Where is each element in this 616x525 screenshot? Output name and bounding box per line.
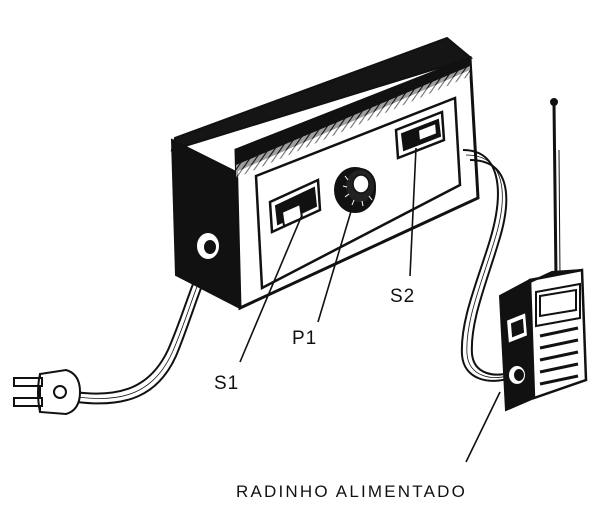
- power-plug-icon: [13, 368, 82, 416]
- caption-radio: RADINHO ALIMENTADO: [236, 482, 467, 501]
- leader-line-s1: [239, 214, 303, 363]
- output-cord: [460, 149, 513, 382]
- leader-line-p1: [317, 207, 353, 323]
- potentiometer-knob-p1-icon: [334, 167, 376, 213]
- leader-line-s2: [409, 147, 417, 277]
- switch-s1-icon: [268, 178, 322, 234]
- leader-line-radio: [465, 391, 501, 463]
- power-supply-box: [170, 36, 480, 311]
- label-p1: P1: [292, 328, 317, 349]
- portable-radio-icon: [498, 98, 588, 412]
- label-s1: S1: [214, 373, 239, 394]
- label-s2: S2: [390, 286, 415, 307]
- leader-lines: [239, 147, 501, 463]
- switch-s2-icon: [394, 110, 446, 160]
